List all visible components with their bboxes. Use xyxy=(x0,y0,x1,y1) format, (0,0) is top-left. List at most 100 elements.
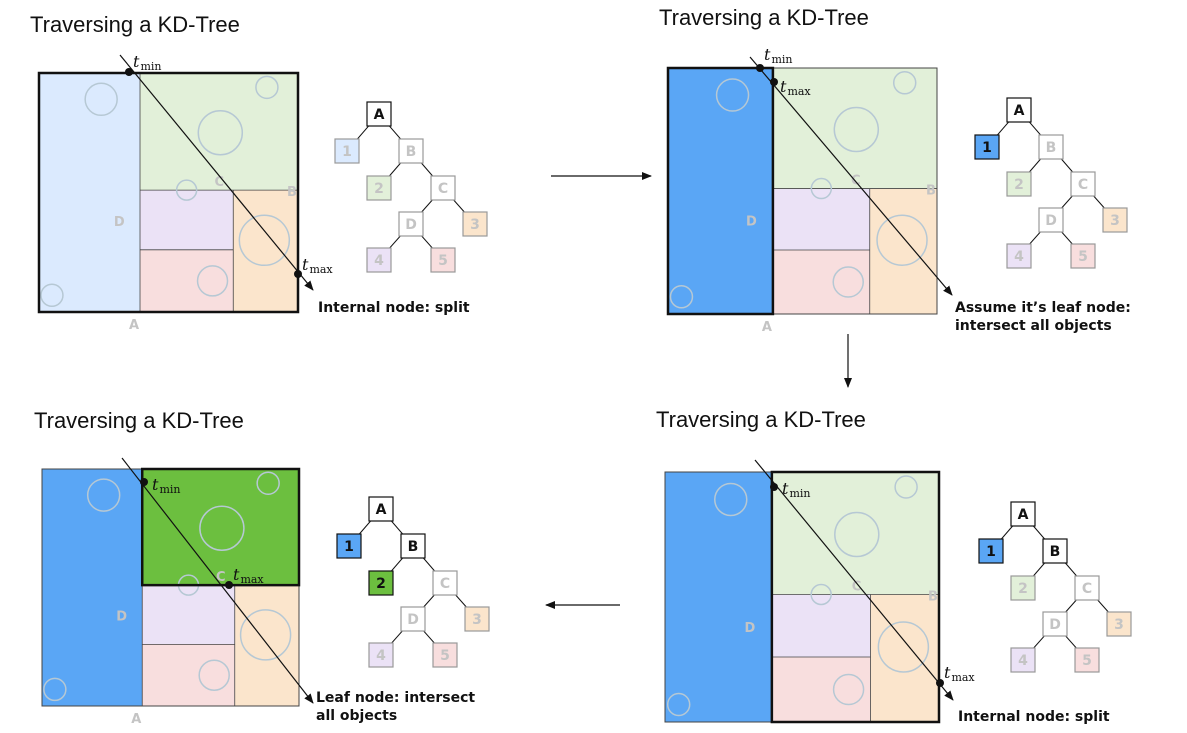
split-label-c: C xyxy=(216,570,226,585)
scene-object xyxy=(199,505,245,551)
panel-1: Traversing a KD-TreeABCDtmintmaxInternal… xyxy=(30,12,488,333)
t-max-point xyxy=(770,78,778,86)
t-min-point xyxy=(125,68,133,76)
split-label-a: A xyxy=(762,320,772,335)
tree-node-c xyxy=(430,175,456,201)
region-2 xyxy=(771,472,939,595)
region-3 xyxy=(233,190,298,312)
tree-node-b xyxy=(400,533,426,559)
active-cell-frame xyxy=(770,470,941,724)
tree-node-b xyxy=(1038,134,1064,160)
region-2 xyxy=(140,73,298,191)
t-min-point xyxy=(140,478,148,486)
scene-object xyxy=(669,285,694,309)
t-max-point xyxy=(294,270,302,278)
tree-node-label: A xyxy=(1018,507,1029,523)
active-cell-frame xyxy=(37,71,300,314)
tree-node-a xyxy=(366,101,392,127)
t-min-point xyxy=(770,483,778,491)
region-2 xyxy=(772,68,937,189)
tree-node-2 xyxy=(1006,171,1032,197)
scene-object xyxy=(175,179,198,201)
tree-node-5 xyxy=(432,642,458,668)
t-max-label: tmax xyxy=(233,565,264,586)
t-max-label: tmax xyxy=(944,663,975,684)
scene-object xyxy=(196,265,229,297)
tree-node-label: B xyxy=(406,144,417,160)
region-5 xyxy=(772,250,870,314)
tree-node-label: 5 xyxy=(438,253,448,269)
split-label-d: D xyxy=(746,214,757,229)
tree-node-b xyxy=(398,138,424,164)
ray xyxy=(119,54,314,291)
tree-node-label: 1 xyxy=(344,539,354,555)
tree-node-1 xyxy=(978,538,1004,564)
scene-object xyxy=(43,677,67,702)
region-4 xyxy=(772,188,870,251)
tree-node-label: 3 xyxy=(1110,213,1120,229)
tree-node-c xyxy=(1070,171,1096,197)
t-max-point xyxy=(225,581,233,589)
scene-object xyxy=(714,482,748,517)
split-label-c: C xyxy=(214,175,224,190)
panel-title: Traversing a KD-Tree xyxy=(30,12,240,37)
tree-node-2 xyxy=(1010,575,1036,601)
t-min-label: tmin xyxy=(764,45,792,66)
tree-node-label: D xyxy=(1045,213,1057,229)
tree-node-label: C xyxy=(438,181,448,197)
tree-node-label: 4 xyxy=(1014,249,1024,265)
tree-node-4 xyxy=(1006,243,1032,269)
scene-object xyxy=(876,214,928,266)
tree-node-label: 4 xyxy=(376,648,386,664)
tree-node-1 xyxy=(974,134,1000,160)
scene-object xyxy=(197,110,244,156)
tree-node-d xyxy=(1042,611,1068,637)
tree-node-5 xyxy=(1074,647,1100,673)
caption-line: Internal node: split xyxy=(318,300,470,316)
scene-object xyxy=(86,478,121,512)
scene-object xyxy=(833,106,880,153)
active-cell-frame xyxy=(666,66,775,316)
scene-object xyxy=(40,283,64,308)
panel-3: Traversing a KD-TreeBCDtmintmaxInternal … xyxy=(656,407,1132,725)
caption-line: Leaf node: intersect xyxy=(316,690,475,706)
split-label-d: D xyxy=(114,215,125,230)
split-label-b: B xyxy=(287,185,297,200)
tree-node-4 xyxy=(368,642,394,668)
caption-line: intersect all objects xyxy=(955,318,1112,334)
split-label-d: D xyxy=(745,621,756,636)
tree-node-3 xyxy=(1106,611,1132,637)
caption-line: Internal node: split xyxy=(958,709,1110,725)
t-min-point xyxy=(756,64,764,72)
scene-object xyxy=(84,82,118,117)
scene-object xyxy=(810,583,832,606)
tree-node-label: 1 xyxy=(986,544,996,560)
split-label-b: B xyxy=(928,590,938,605)
tree-node-3 xyxy=(464,606,490,632)
tree-node-label: 5 xyxy=(440,648,450,664)
ray xyxy=(754,459,954,701)
scene-object xyxy=(198,659,230,691)
tree-node-label: 3 xyxy=(472,612,482,628)
tree-node-c xyxy=(1074,575,1100,601)
tree-node-5 xyxy=(430,247,456,273)
caption-line: Assume it’s leaf node: xyxy=(955,300,1131,316)
tree-node-label: C xyxy=(440,576,450,592)
t-max-label: tmax xyxy=(780,77,811,98)
tree-node-b xyxy=(1042,538,1068,564)
scene-object xyxy=(894,475,918,499)
region-2 xyxy=(142,469,299,586)
region-1 xyxy=(39,73,141,312)
scene-object xyxy=(238,214,291,267)
tree-node-label: A xyxy=(374,107,385,123)
scene-object xyxy=(834,511,880,558)
region-3 xyxy=(234,585,299,706)
tree-node-label: C xyxy=(1078,177,1088,193)
panel-title: Traversing a KD-Tree xyxy=(659,5,869,30)
tree-node-a xyxy=(1010,501,1036,527)
tree-node-5 xyxy=(1070,243,1096,269)
region-3 xyxy=(869,188,937,314)
tree-node-3 xyxy=(462,211,488,237)
